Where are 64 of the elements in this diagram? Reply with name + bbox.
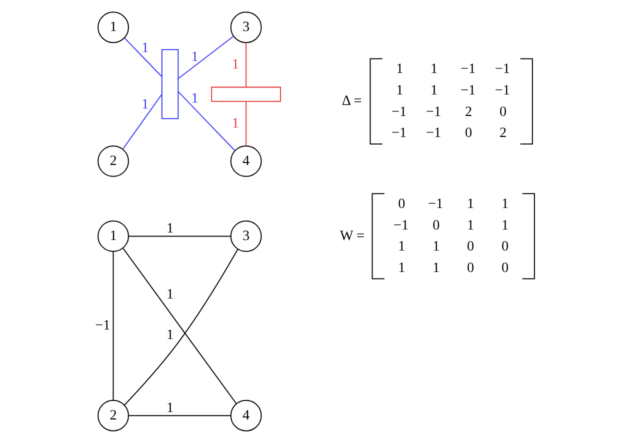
node-box [210,86,281,102]
connector [112,251,114,400]
edge-label: 1 [166,286,174,302]
label: −1 [425,125,441,142]
edge-label: 1 [166,400,174,416]
label: −1 [391,104,406,120]
connector [128,236,230,237]
connector [178,36,234,79]
node-circle: 1 [97,220,128,252]
edge-label: 1 [190,49,198,66]
label: 0 [464,125,472,142]
node-circle: 1 [97,12,128,44]
edge-label: 1 [190,90,198,107]
label: 0 [398,196,405,212]
node-circle: 2 [97,145,128,177]
label: 1 [430,82,438,98]
edge-label: 1 [141,40,148,56]
label: −1 [460,61,476,78]
connector [128,415,230,416]
label: −1 [460,82,476,98]
connector [178,91,235,151]
edge-label: 1 [231,115,238,132]
node-box [160,49,178,120]
node-circle: 3 [230,12,262,44]
connector [245,102,246,146]
label: 0 [466,260,474,276]
connector [245,42,246,88]
label: 0 [501,238,508,255]
node-circle: 4 [230,145,262,177]
label: −1 [428,196,443,212]
label: 1 [501,196,508,212]
label: 0 [501,260,508,276]
connector [122,94,162,150]
label: −1 [494,61,510,78]
node-circle: 4 [230,400,262,432]
label: 1 [396,61,403,78]
label: 1 [430,61,438,78]
label: 1 [501,217,508,234]
edge-label: −1 [94,318,110,334]
label: −1 [425,104,441,120]
label: −1 [494,82,510,98]
label: 2 [464,104,472,120]
node-circle: 3 [230,220,262,252]
label: 2 [498,125,506,142]
label: −1 [393,217,408,234]
label: 1 [432,238,440,255]
label: 1 [398,260,405,276]
label: 1 [398,238,405,255]
label: 1 [466,196,474,212]
node-circle: 2 [97,400,128,432]
label: Δ = [341,93,362,110]
edge-label: 1 [141,96,148,113]
label: −1 [391,125,406,142]
label: 1 [432,260,440,276]
connector [124,38,162,78]
label: 1 [396,82,403,98]
label: 0 [498,104,506,120]
edge-label: 1 [166,220,174,236]
edge-label: 1 [166,326,174,343]
edge-label: 1 [231,56,238,73]
label: W = [339,228,364,244]
label: 1 [466,217,474,234]
label: 0 [466,238,474,255]
label: 0 [432,217,440,234]
